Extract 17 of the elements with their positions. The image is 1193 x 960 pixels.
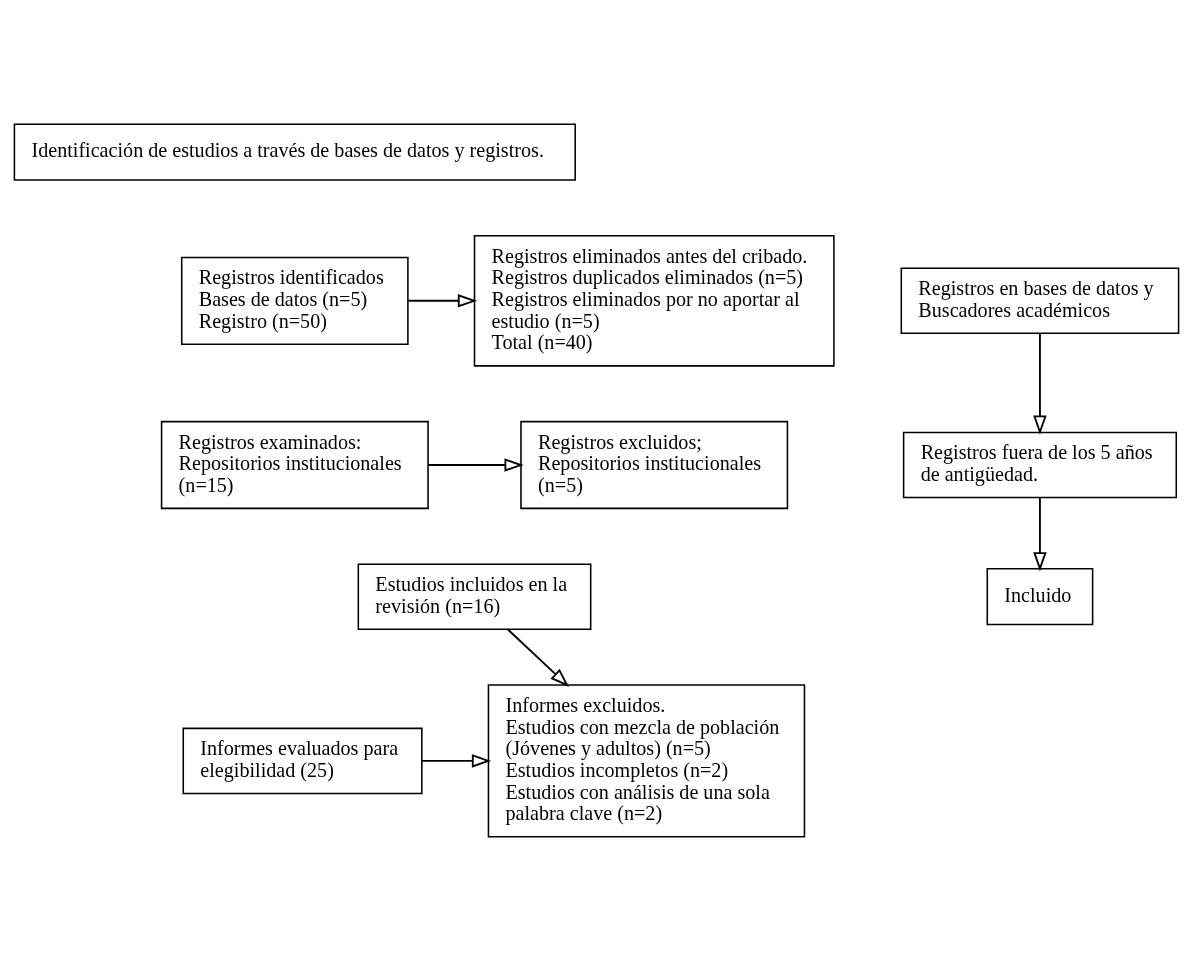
node-box: Registros eliminados antes del cribado. Registros duplicados eliminados (n=5) Registros eliminados por no aportar al estudio (n=5) Total (n=40) bbox=[473, 234, 835, 367]
arrow bbox=[1033, 496, 1047, 571]
arrow bbox=[421, 753, 492, 768]
arrow bbox=[427, 457, 524, 472]
node-box: Registros identificados Bases de datos (n=5) Registro (n=50) bbox=[180, 256, 409, 345]
node-box: Registros examinados: Repositorios institucionales (n=15) bbox=[160, 420, 429, 509]
arrow bbox=[506, 627, 570, 687]
node-box: Registros fuera de los 5 años de antigüedad. bbox=[902, 431, 1178, 498]
node-box: Informes excluidos. Estudios con mezcla de población (Jóvenes y adultos) (n=5) Estudios incompletos (n=2) Estudios con análisis de una sola palabra clave (n=2) bbox=[487, 683, 806, 838]
arrow bbox=[1033, 332, 1047, 435]
node-box: Incluido bbox=[986, 567, 1094, 625]
arrow bbox=[407, 293, 478, 308]
node-box: Identificación de estudios a través de bases de datos y registros. bbox=[13, 122, 576, 181]
node-box: Estudios incluidos en la revisión (n=16) bbox=[357, 562, 592, 630]
node-box: Informes evaluados para elegibilidad (25) bbox=[182, 727, 423, 794]
node-box: Registros excluidos; Repositorios institucionales (n=5) bbox=[520, 420, 789, 509]
node-box: Registros en bases de datos y Buscadores académicos bbox=[900, 267, 1180, 334]
